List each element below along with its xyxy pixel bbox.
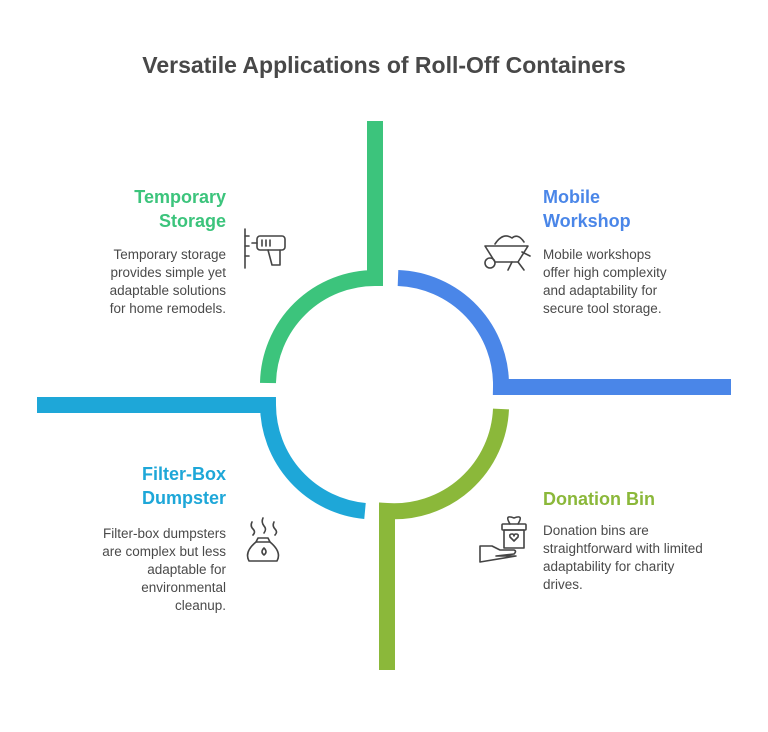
mobile-workshop-desc-line: offer high complexity xyxy=(543,265,667,280)
donation-bin-description: Donation bins are straightforward with l… xyxy=(543,522,743,594)
filter-box-title-line1: Filter-Box xyxy=(141,464,226,484)
filter-box-desc-line: are complex but less xyxy=(102,544,226,559)
temporary-storage-title-line1: Temporary xyxy=(134,187,226,207)
temporary-storage-title: Temporary Storage xyxy=(80,185,226,233)
filter-box-desc-line: Filter-box dumpsters xyxy=(102,526,226,541)
mobile-workshop-description: Mobile workshops offer high complexity a… xyxy=(543,246,733,318)
filter-box-description: Filter-box dumpsters are complex but les… xyxy=(56,525,226,615)
donation-bin-desc-line: drives. xyxy=(543,577,583,592)
mobile-workshop-desc-line: and adaptability for xyxy=(543,283,658,298)
filter-box-desc-line: environmental xyxy=(141,580,226,595)
page-title: Versatile Applications of Roll-Off Conta… xyxy=(142,52,626,78)
temporary-storage-desc-line: Temporary storage xyxy=(113,247,226,262)
temporary-storage-title-line2: Storage xyxy=(158,211,226,231)
filter-box-title: Filter-Box Dumpster xyxy=(80,462,226,510)
donation-bin-arc xyxy=(379,408,509,670)
mobile-workshop-title-line2: Workshop xyxy=(543,211,631,231)
mobile-workshop-arc xyxy=(397,270,731,395)
donation-bin-desc-line: Donation bins are xyxy=(543,523,649,538)
donation-bin-title-line1: Donation Bin xyxy=(543,489,655,509)
wheelbarrow-icon xyxy=(484,235,531,271)
filter-box-desc-line: adaptable for xyxy=(147,562,226,577)
temporary-storage-desc-line: for home remodels. xyxy=(109,301,226,316)
filter-box-desc-line: cleanup. xyxy=(174,598,226,613)
temporary-storage-desc-line: provides simple yet xyxy=(110,265,226,280)
temporary-storage-description: Temporary storage provides simple yet ad… xyxy=(60,246,226,318)
drill-icon xyxy=(244,228,286,269)
temporary-storage-desc-line: adaptable solutions xyxy=(109,283,226,298)
mobile-workshop-desc-line: Mobile workshops xyxy=(543,247,652,262)
filter-box-arc xyxy=(37,397,366,519)
donation-bin-title: Donation Bin xyxy=(543,487,733,511)
garbage-bag-icon xyxy=(246,517,280,562)
donation-bin-desc-line: adaptability for charity xyxy=(543,559,675,574)
filter-box-title-line2: Dumpster xyxy=(141,488,226,508)
donation-bin-desc-line: straightforward with limited xyxy=(543,541,703,556)
mobile-workshop-title: Mobile Workshop xyxy=(543,185,723,233)
gift-donation-icon xyxy=(479,516,527,563)
mobile-workshop-desc-line: secure tool storage. xyxy=(543,301,662,316)
mobile-workshop-title-line1: Mobile xyxy=(543,187,600,207)
temporary-storage-arc xyxy=(260,121,383,384)
